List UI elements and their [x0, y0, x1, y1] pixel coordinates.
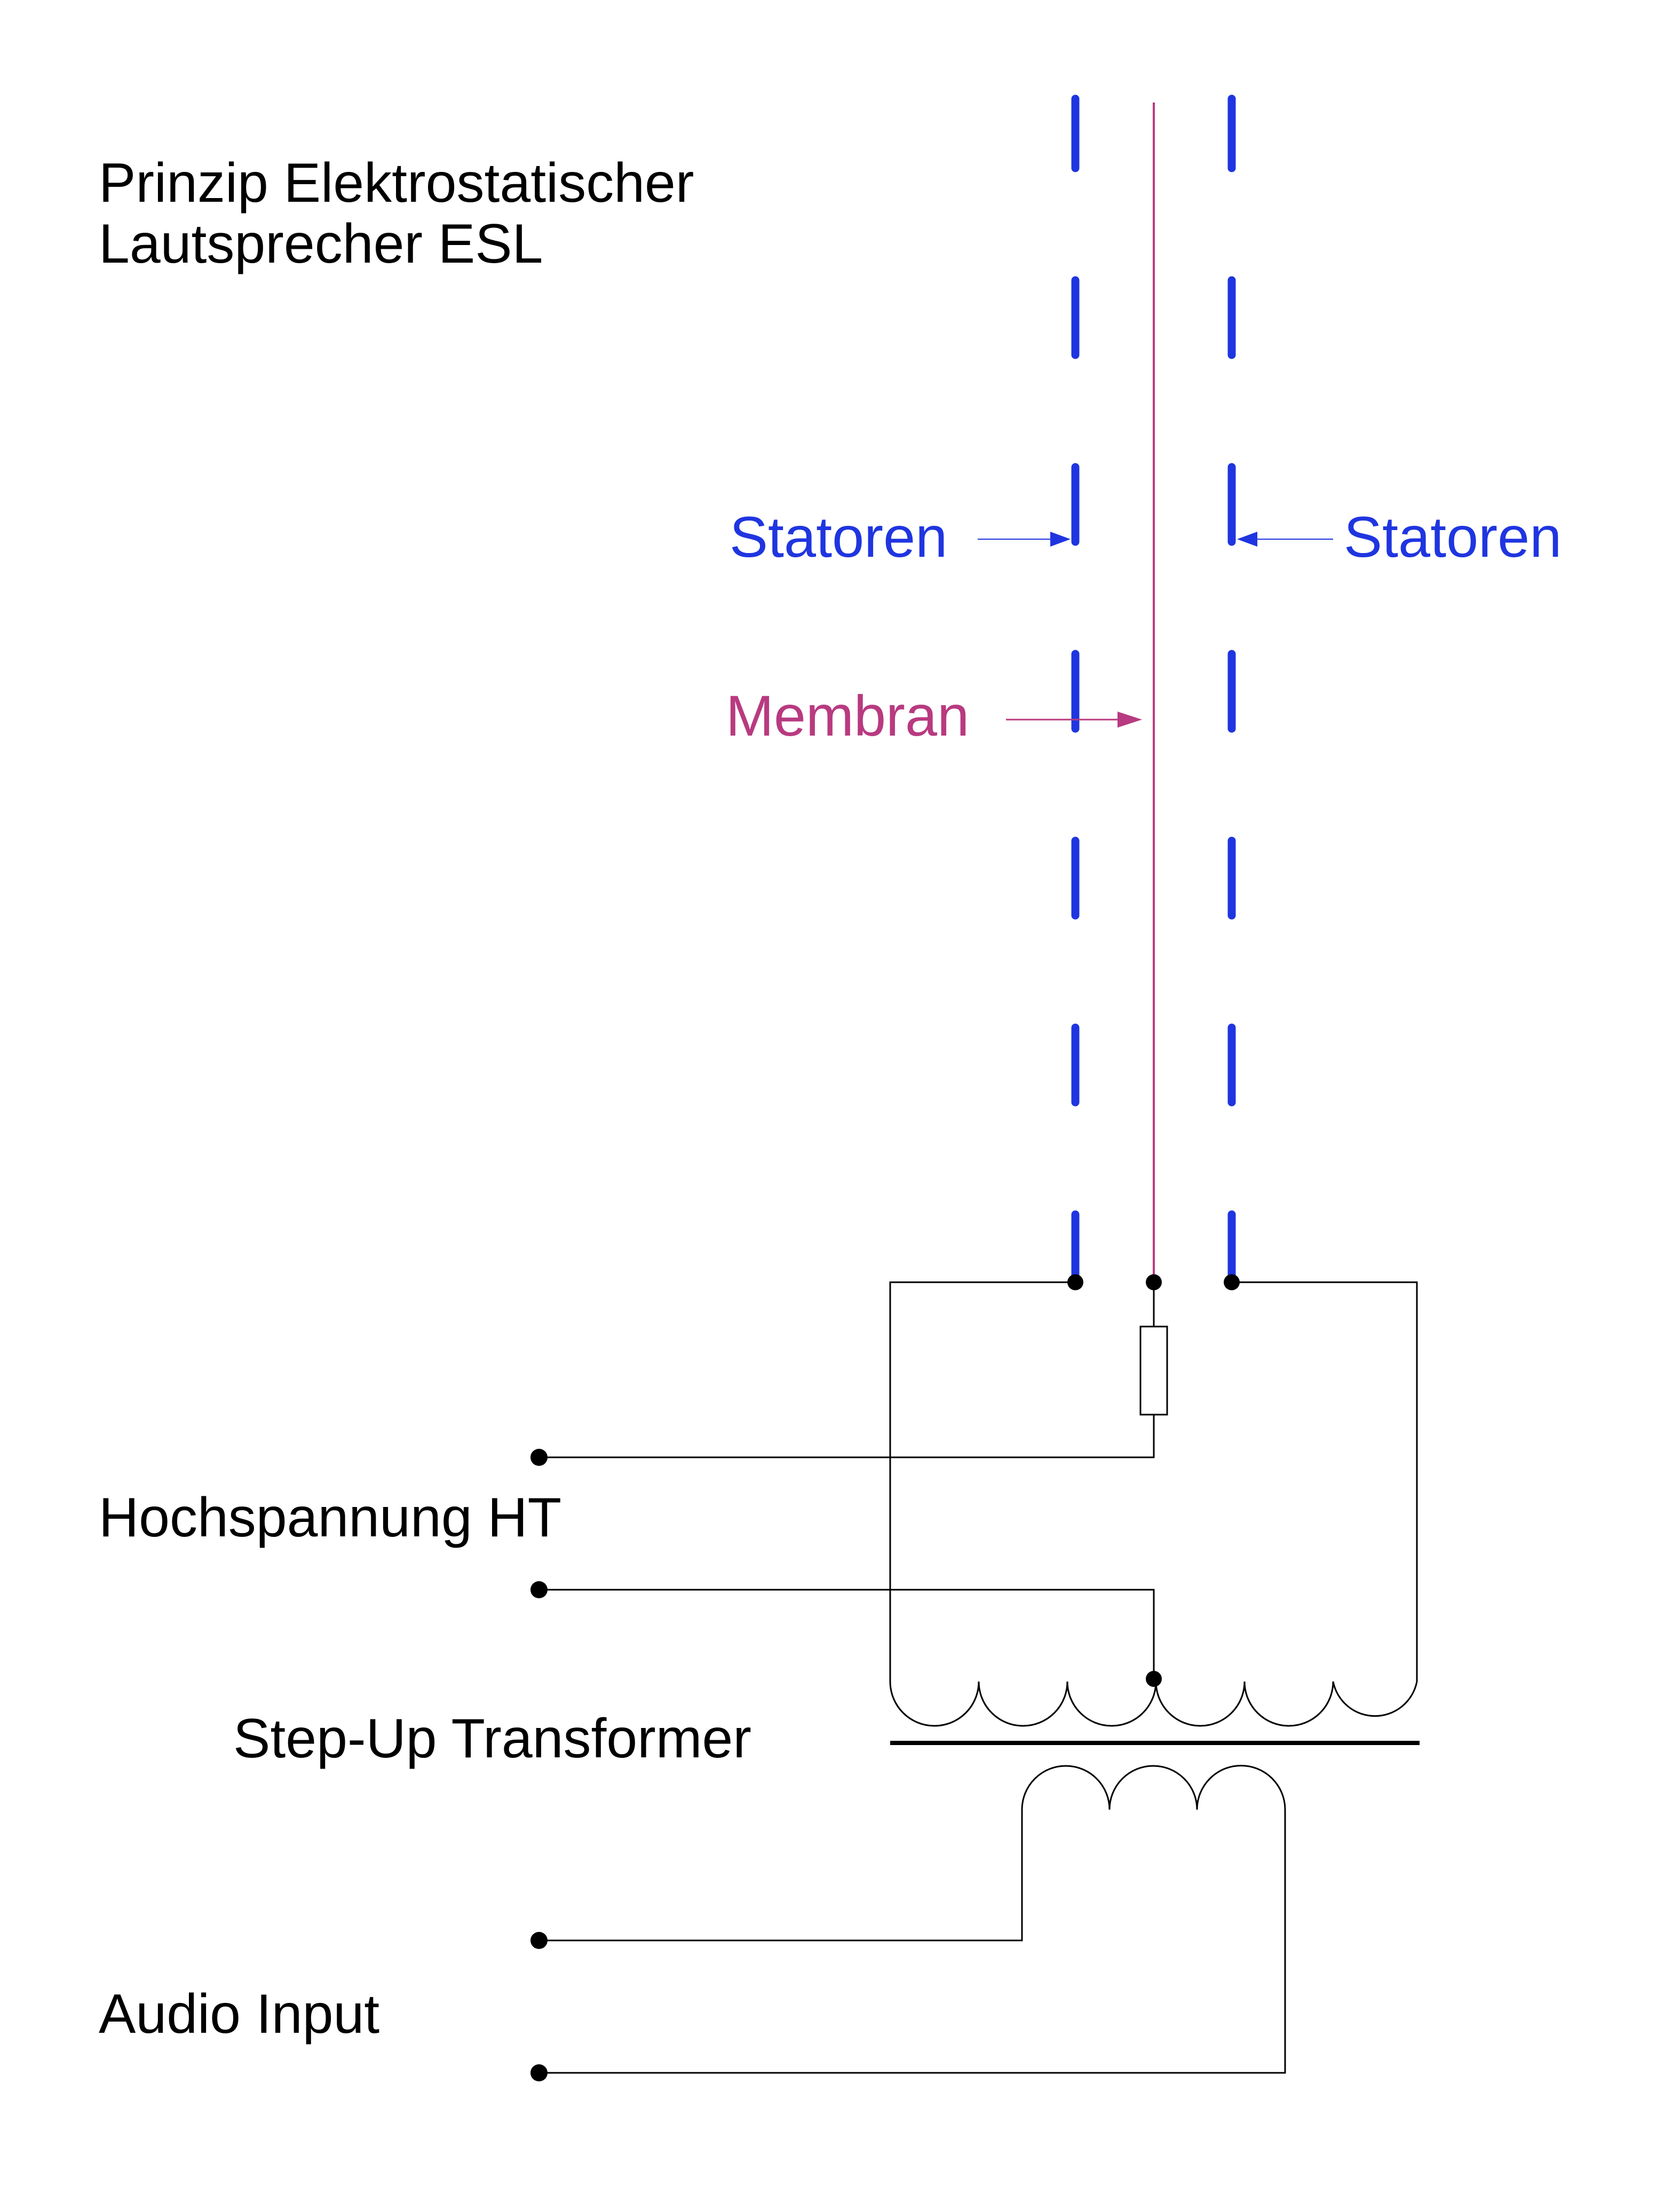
membrane-arrowhead	[1118, 712, 1142, 728]
terminals	[530, 1449, 548, 2081]
terminal-audio-lower	[530, 2064, 548, 2081]
stator-arrowhead-left	[1050, 532, 1071, 547]
membrane-label: Membran	[726, 683, 969, 748]
audio-input-label: Audio Input	[99, 1983, 379, 2045]
high-voltage-label: Hochspannung HT	[99, 1487, 561, 1549]
title-line-2: Lautsprecher ESL	[99, 213, 543, 275]
wiring	[539, 1281, 1418, 2074]
junction-center-tap	[1146, 1671, 1162, 1687]
junction-stator-left	[1067, 1274, 1083, 1290]
stator-arrowhead-right	[1237, 532, 1257, 547]
transformer-primary-coil	[1021, 1765, 1286, 1810]
terminal-ht-upper	[530, 1449, 548, 1466]
junctions	[1067, 1274, 1240, 1687]
terminal-audio-upper	[530, 1932, 548, 1949]
transformer-secondary-coil	[889, 1681, 1418, 1727]
stator-label-left: Statoren	[730, 504, 947, 569]
stator-label-right: Statoren	[1344, 504, 1562, 569]
terminal-ht-lower	[530, 1581, 548, 1598]
junction-stator-right	[1224, 1274, 1240, 1290]
junction-membrane	[1146, 1274, 1162, 1290]
title-line-1: Prinzip Elektrostatischer	[99, 152, 694, 214]
resistor	[1139, 1325, 1168, 1416]
transformer-label: Step-Up Transformer	[233, 1708, 751, 1770]
